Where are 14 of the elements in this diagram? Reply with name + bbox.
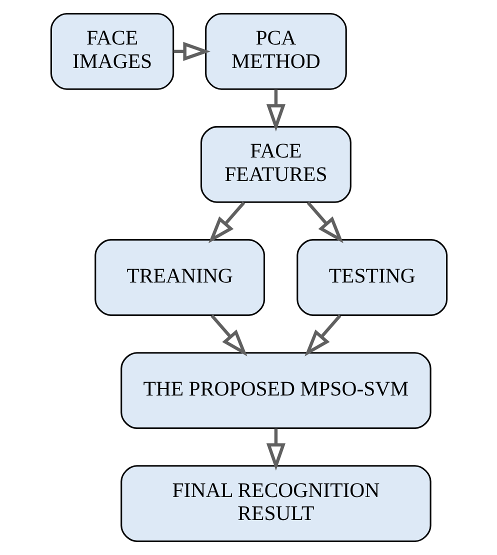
node-box: PCA METHOD xyxy=(204,12,346,90)
arrow xyxy=(306,201,343,244)
node-box: TESTING xyxy=(296,239,448,316)
arrow xyxy=(173,42,210,61)
arrow xyxy=(266,90,286,132)
node-box: FINAL RECOGNITION RESULT xyxy=(120,465,431,542)
arrow xyxy=(210,314,247,356)
node-box: TREANING xyxy=(94,239,265,316)
node-box: FACE FEATURES xyxy=(200,126,351,203)
node-box: FACE IMAGES xyxy=(50,12,174,90)
arrow xyxy=(208,201,245,244)
arrow xyxy=(266,428,286,471)
arrow xyxy=(304,314,341,356)
node-box: THE PROPOSED MPSO-SVM xyxy=(120,352,431,429)
